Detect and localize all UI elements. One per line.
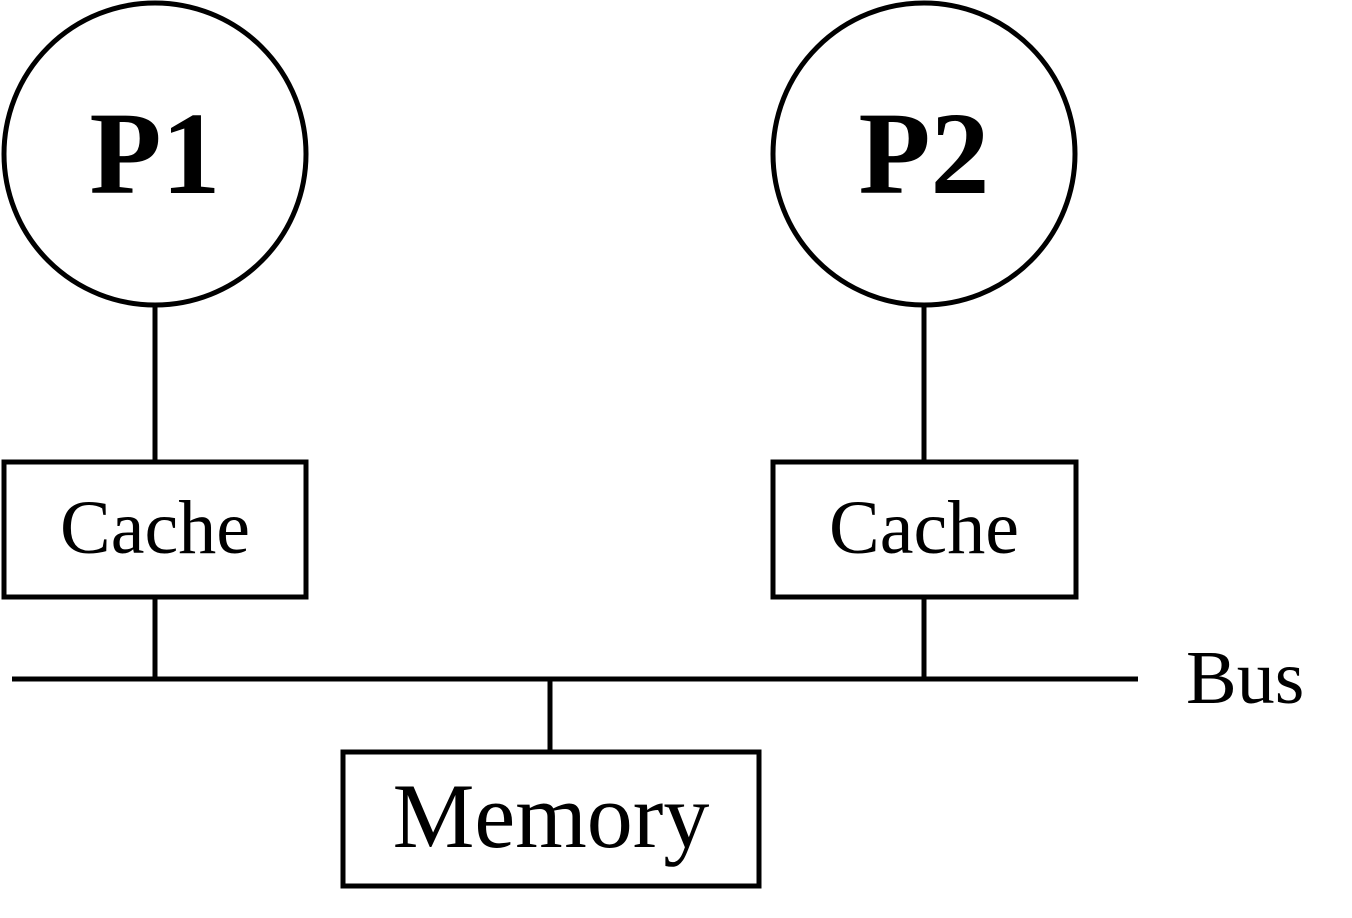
processor-p2-label: P2 [858,88,989,219]
processor-p2: P2 [770,0,1078,308]
memory-label: Memory [393,765,710,867]
processor-p1-label: P1 [89,88,220,219]
processor-p1: P1 [1,0,309,308]
bus-label: Bus [1186,636,1304,720]
memory-box [340,749,762,889]
cache-p1-label: Cache [60,486,250,570]
cache-p1: Cache [1,459,309,600]
memory: Memory [340,749,762,889]
cache-p2-label: Cache [829,486,1019,570]
cache-p2: Cache [770,459,1079,600]
